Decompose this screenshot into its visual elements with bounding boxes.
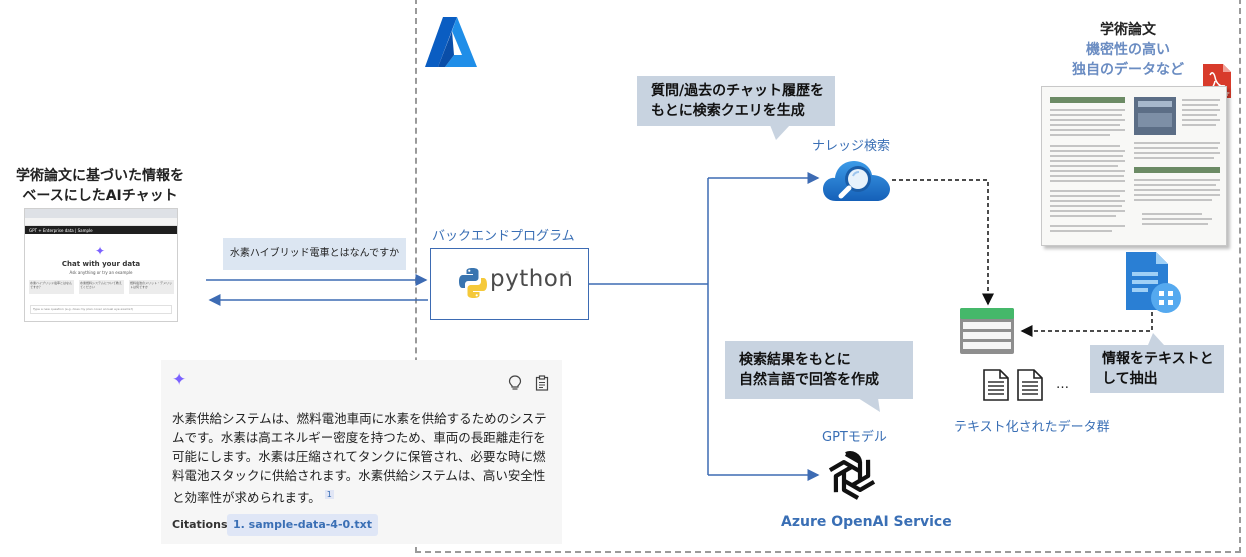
text-document-icon xyxy=(983,369,1009,401)
python-tm: ™ xyxy=(565,271,570,277)
chat-app-screenshot: GPT + Enterprise data | Sample ✦ Chat wi… xyxy=(24,208,178,322)
more-docs-ellipsis: … xyxy=(1056,377,1071,392)
document-intelligence-icon xyxy=(1126,252,1181,313)
python-backend-box xyxy=(430,248,589,320)
storage-account-icon xyxy=(960,308,1014,354)
answer-generation-callout: 検索結果をもとに 自然言語で回答を作成 xyxy=(725,341,913,399)
query-generation-callout: 質問/過去のチャット履歴を もとに検索クエリを生成 xyxy=(637,76,835,126)
azure-openai-label: Azure OpenAI Service xyxy=(781,514,952,530)
response-text: 水素供給システムは、燃料電池車両に水素を供給するためのシステムです。水素は高エネ… xyxy=(172,411,547,506)
chat-heading: Chat with your data xyxy=(61,260,141,268)
example-card: 燃料電池のメリット・デメリットは何ですか xyxy=(129,280,174,294)
sparkle-icon: ✦ xyxy=(95,244,106,258)
gpt-model-label: GPTモデル xyxy=(822,430,887,445)
python-logo-text: python xyxy=(490,266,574,292)
clipboard-icon[interactable] xyxy=(535,375,549,391)
lightbulb-icon[interactable] xyxy=(508,375,522,391)
openai-logo-icon xyxy=(828,451,876,500)
query-box: 水素ハイブリッド電車とはなんですか xyxy=(223,238,406,270)
cognitive-search-icon xyxy=(823,161,890,201)
example-card: 水素ハイブリッド電車とはなんですか？ xyxy=(29,280,74,294)
academic-paper-image xyxy=(1041,86,1227,246)
knowledge-search-label: ナレッジ検索 xyxy=(812,139,891,154)
azure-logo-icon xyxy=(425,17,477,67)
chat-title: 学術論文に基づいた情報を ベースにしたAIチャット xyxy=(16,168,184,204)
citation-link[interactable]: 1. sample-data-4-0.txt xyxy=(227,514,378,536)
python-logo-icon xyxy=(459,268,487,298)
chat-input: Type a new question (e.g. does my plan c… xyxy=(30,305,172,314)
citation-marker[interactable]: 1 xyxy=(324,490,334,499)
sparkle-icon: ✦ xyxy=(172,370,187,390)
chat-response-card xyxy=(161,360,562,544)
text-data-label: テキスト化されたデータ群 xyxy=(954,420,1110,435)
text-extraction-callout: 情報をテキストと して抽出 xyxy=(1090,345,1224,393)
example-card: 水素燃料システムについて教えてください xyxy=(79,280,124,294)
citations-label: Citations: xyxy=(172,518,232,531)
chat-subheading: Ask anything or try an example xyxy=(69,270,133,275)
backend-label: バックエンドプログラム xyxy=(432,229,575,244)
text-document-icon xyxy=(1017,369,1043,401)
paper-title: 学術論文 機密性の高い 独自のデータなど xyxy=(1072,22,1184,78)
